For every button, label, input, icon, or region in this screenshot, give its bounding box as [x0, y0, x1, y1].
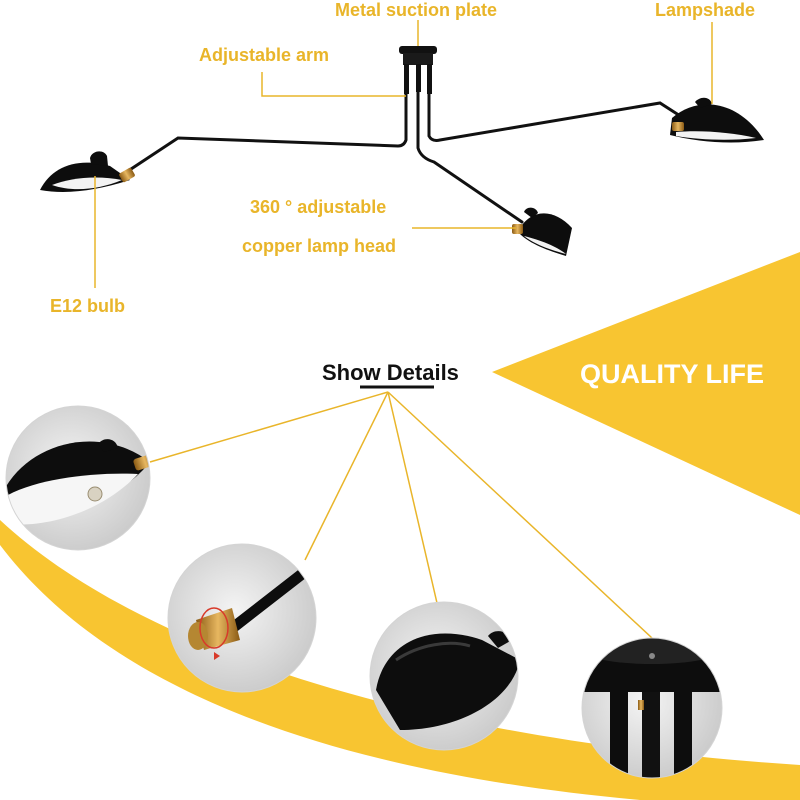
ceiling-plate — [399, 46, 437, 94]
show-details-heading: Show Details — [322, 360, 459, 385]
detail-circle-shade-top — [369, 601, 519, 751]
yellow-swoosh — [0, 520, 800, 800]
detail-circle-shade — [5, 405, 151, 551]
quality-banner-shape — [492, 252, 800, 515]
label-adjustable-arm: Adjustable arm — [199, 45, 330, 65]
right-lampshade — [670, 97, 764, 143]
left-lampshade — [40, 151, 135, 192]
lamp-arms — [123, 90, 690, 224]
callout-lines — [94, 20, 713, 288]
label-lamp-head-line1: 360 ° adjustable — [250, 197, 387, 217]
label-lamp-head-line2: copper lamp head — [242, 236, 397, 256]
quality-life-banner: QUALITY LIFE — [580, 359, 765, 389]
middle-lampshade — [512, 207, 572, 256]
label-lampshade: Lampshade — [655, 0, 756, 20]
detail-circle-brass-joint — [167, 543, 317, 693]
detail-connector-lines — [149, 391, 653, 639]
label-metal-suction-plate: Metal suction plate — [335, 0, 498, 20]
label-bulb: E12 bulb — [50, 296, 126, 316]
